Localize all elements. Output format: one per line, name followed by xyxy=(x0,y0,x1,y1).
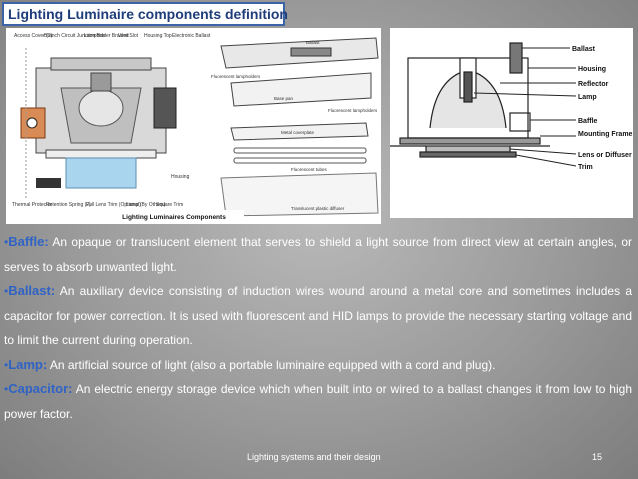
label-junction-box: Branch Circuit Junction Box xyxy=(44,33,106,39)
label-fluor-tubes: Fluorescent tubes xyxy=(291,167,328,172)
definition-baffle-text: An opaque or translucent element that se… xyxy=(4,235,632,274)
page-number: 15 xyxy=(592,452,603,462)
slide-title: Lighting Luminaire components definition xyxy=(8,6,288,22)
bullet-icon: • xyxy=(4,235,9,249)
label-lamp: Lamp xyxy=(578,94,597,101)
label-ballast-small: Ballast xyxy=(306,40,320,45)
label-access-cover: Access Cover (2) xyxy=(14,33,53,39)
luminaire-components-diagram: Access Cover (2) Branch Circuit Junction… xyxy=(12,33,379,222)
definition-ballast-text: An auxiliary device consisting of induct… xyxy=(4,284,632,347)
bullet-icon: • xyxy=(4,284,9,298)
term-lamp: Lamp: xyxy=(8,356,48,372)
label-full-lens-trim: Full Lens Trim (Optional) xyxy=(86,202,141,208)
label-trim: Trim xyxy=(578,164,593,171)
label-vent-slot: Vent Slot xyxy=(118,33,139,39)
term-baffle: Baffle: xyxy=(8,234,49,249)
label-fluor-lampholders-1: Fluorescent lampholders xyxy=(211,74,261,79)
label-plastic-diffuser: Translucent plastic diffuser xyxy=(291,206,345,211)
label-base-pan: Base pan xyxy=(274,96,294,101)
label-retention-spring: Retention Spring (2) xyxy=(46,202,91,208)
slide-title-box: Lighting Luminaire components definition xyxy=(2,2,288,26)
label-reflector: Reflector xyxy=(578,81,609,88)
definition-baffle: •Baffle: An opaque or translucent elemen… xyxy=(4,230,632,279)
figure-caption: Lighting Luminaires Components xyxy=(122,214,226,221)
downlight-section-diagram: Ballast Housing Reflector Lamp Baffle Mo… xyxy=(390,42,633,171)
bullet-icon: • xyxy=(4,382,9,396)
label-housing-right: Housing xyxy=(578,66,606,73)
definition-capacitor-text: An electric energy storage device which … xyxy=(4,382,632,421)
label-lamp-by-others: Lamp (By Others) xyxy=(126,202,166,208)
label-mounting-frame: Mounting Frame xyxy=(578,131,633,138)
label-fluor-lampholders-2: Fluorescent lampholders xyxy=(328,108,378,113)
bullet-icon: • xyxy=(4,357,9,372)
downlight-drawing xyxy=(20,48,177,198)
label-square-trim: Square Trim xyxy=(156,202,183,208)
label-electronic-ballast: Electronic Ballast xyxy=(172,33,211,39)
definition-capacitor: •Capacitor: An electric energy storage d… xyxy=(4,377,632,426)
label-metal-coverplate: Metal coverplate xyxy=(281,130,315,135)
label-thermal-protector: Thermal Protector xyxy=(12,202,52,208)
definition-lamp-text: An artificial source of light (also a po… xyxy=(47,357,496,372)
label-baffle: Baffle xyxy=(578,118,598,125)
slide-footer: Lighting systems and their design 15 xyxy=(0,452,638,466)
term-capacitor: Capacitor: xyxy=(8,381,73,396)
label-lens-diffuser: Lens or Diffuser xyxy=(578,152,632,159)
label-ballast: Ballast xyxy=(572,46,596,53)
definition-ballast: •Ballast: An auxiliary device consisting… xyxy=(4,279,632,353)
label-housing-top: Housing Top xyxy=(144,33,172,39)
label-housing: Housing xyxy=(171,174,190,180)
downlight-section-figure: Ballast Housing Reflector Lamp Baffle Mo… xyxy=(390,28,633,218)
label-lampholder-bracket: Lampholder Bracket xyxy=(84,33,129,39)
footer-text: Lighting systems and their design xyxy=(247,452,381,462)
fluorescent-exploded-drawing xyxy=(220,37,379,217)
definition-lamp: •Lamp: An artificial source of light (al… xyxy=(4,353,632,378)
luminaire-components-figure: Access Cover (2) Branch Circuit Junction… xyxy=(6,28,381,224)
definitions-list: •Baffle: An opaque or translucent elemen… xyxy=(4,230,632,426)
term-ballast: Ballast: xyxy=(8,283,56,298)
section-drawing xyxy=(390,42,550,158)
